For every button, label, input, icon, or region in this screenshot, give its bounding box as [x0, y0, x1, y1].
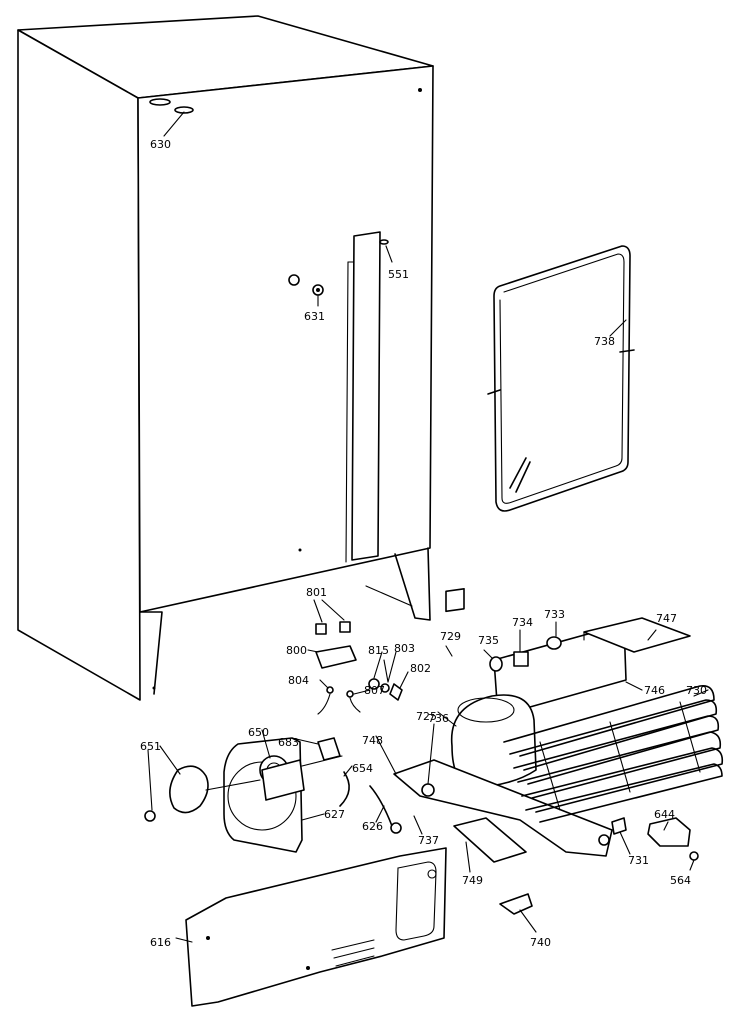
fitting-802	[389, 683, 403, 701]
cabinet-back	[137, 65, 434, 613]
condenser-loop-738	[487, 245, 635, 512]
cabinet	[17, 15, 434, 701]
callout-626: 626	[362, 820, 383, 833]
clip-740	[499, 893, 533, 915]
screw-564	[689, 851, 699, 861]
callout-803: 803	[394, 642, 415, 655]
callout-631: 631	[304, 310, 325, 323]
screw-551	[379, 239, 389, 245]
callout-800: 800	[286, 644, 307, 657]
nut-803	[380, 683, 390, 693]
access-cover-616	[185, 847, 447, 1007]
fan-bracket-627	[223, 737, 303, 853]
cap-737	[390, 822, 402, 834]
callout-644: 644	[654, 808, 675, 821]
wire-654	[339, 771, 350, 807]
callout-551: 551	[388, 268, 409, 281]
cabinet-leg-front	[139, 611, 163, 695]
valve-assembly	[315, 621, 403, 715]
callout-654: 654	[352, 762, 373, 775]
clip-734	[513, 651, 529, 667]
callout-747: 747	[656, 612, 677, 625]
callout-630: 630	[150, 138, 171, 151]
seal-815	[368, 678, 380, 690]
cap-807	[346, 690, 354, 698]
valve-800	[315, 645, 357, 669]
overload-735	[489, 656, 503, 672]
callout-736: 736	[428, 712, 449, 725]
callout-749: 749	[462, 874, 483, 887]
callout-815: 815	[368, 644, 389, 657]
plug-630	[174, 106, 194, 114]
compressor-assembly	[393, 587, 724, 861]
callout-802: 802	[410, 662, 431, 675]
tube-626	[369, 785, 393, 827]
vent-slot	[149, 98, 171, 106]
callout-737: 737	[418, 834, 439, 847]
relay-729	[445, 587, 465, 613]
callout-730: 730	[686, 684, 707, 697]
clip-801b	[339, 621, 351, 633]
back-channel	[351, 231, 381, 561]
callout-735: 735	[478, 634, 499, 647]
callout-748: 748	[362, 734, 383, 747]
callout-738: 738	[594, 335, 615, 348]
callout-683: 683	[278, 736, 299, 749]
clip-683	[317, 737, 341, 761]
callout-labels: 630 551 631 738 801 800 815 803 802 804 …	[140, 138, 707, 949]
callout-616: 616	[150, 936, 171, 949]
callout-731: 731	[628, 854, 649, 867]
hole	[288, 274, 300, 286]
callout-746: 746	[644, 684, 665, 697]
callout-801: 801	[306, 586, 327, 599]
terminal-733	[546, 636, 562, 650]
callout-650: 650	[248, 726, 269, 739]
callout-725: 725	[416, 710, 437, 723]
base-748	[393, 759, 613, 857]
panel-749	[453, 817, 527, 863]
callout-729: 729	[440, 630, 461, 643]
bracket-644	[647, 817, 691, 847]
grommet-736	[421, 783, 435, 797]
leader-lines	[147, 111, 709, 943]
callout-733: 733	[544, 608, 565, 621]
cabinet-side	[17, 29, 141, 701]
nut-651	[144, 810, 156, 822]
callout-564: 564	[670, 874, 691, 887]
fan-blade-651	[169, 765, 209, 814]
callout-651: 651	[140, 740, 161, 753]
clip-801a	[315, 623, 327, 635]
cap-804	[326, 686, 334, 694]
cabinet-leg-rear	[394, 547, 431, 621]
bracket-747	[583, 617, 691, 653]
callout-740: 740	[530, 936, 551, 949]
callout-807: 807	[364, 684, 385, 697]
clip-731	[611, 817, 627, 835]
callout-804: 804	[288, 674, 309, 687]
fan-assembly	[144, 737, 402, 853]
condenser-coil-730	[503, 684, 724, 823]
callout-627: 627	[324, 808, 345, 821]
callout-734: 734	[512, 616, 533, 629]
